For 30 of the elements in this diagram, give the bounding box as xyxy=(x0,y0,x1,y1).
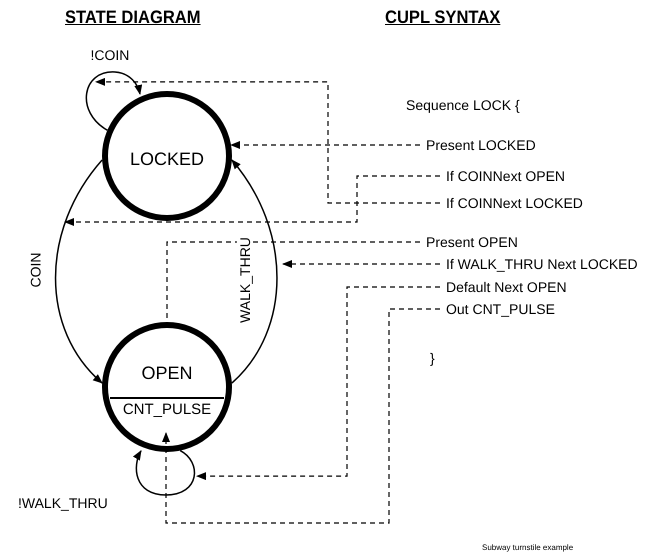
leader-line xyxy=(95,78,440,204)
leader-line xyxy=(162,308,440,524)
leader-line xyxy=(282,260,440,268)
edge-label: !COIN xyxy=(90,47,130,63)
state-circle xyxy=(102,91,232,221)
code-line: Default Next OPEN xyxy=(446,279,567,295)
output-label: CNT_PULSE xyxy=(110,397,224,418)
code-line: Present LOCKED xyxy=(426,137,536,153)
code-line: } xyxy=(430,350,435,366)
transition-arrow xyxy=(86,71,142,131)
code-line: If COINNext OPEN xyxy=(446,168,566,184)
leader-line xyxy=(230,141,420,149)
edge-label: WALK_THRU xyxy=(236,237,253,323)
transition-arrow xyxy=(54,160,103,384)
state-name: OPEN xyxy=(140,363,194,384)
transition-arrow xyxy=(133,450,196,496)
state-name: LOCKED xyxy=(128,149,206,170)
heading: STATE DIAGRAM xyxy=(65,7,201,27)
caption: Subway turnstile example xyxy=(482,543,574,552)
state-circle xyxy=(102,322,232,452)
leader-line xyxy=(196,286,440,480)
leader-line xyxy=(64,175,440,226)
heading: CUPL SYNTAX xyxy=(385,7,500,27)
code-line: Out CNT_PULSE xyxy=(446,301,555,317)
edge-label: !WALK_THRU xyxy=(18,495,108,511)
code-line: If WALK_THRU Next LOCKED xyxy=(446,256,638,272)
code-line: Sequence LOCK { xyxy=(406,97,520,113)
code-line: Present OPEN xyxy=(426,234,518,250)
transition-arrow xyxy=(231,159,278,384)
code-line: If COINNext LOCKED xyxy=(446,195,583,211)
